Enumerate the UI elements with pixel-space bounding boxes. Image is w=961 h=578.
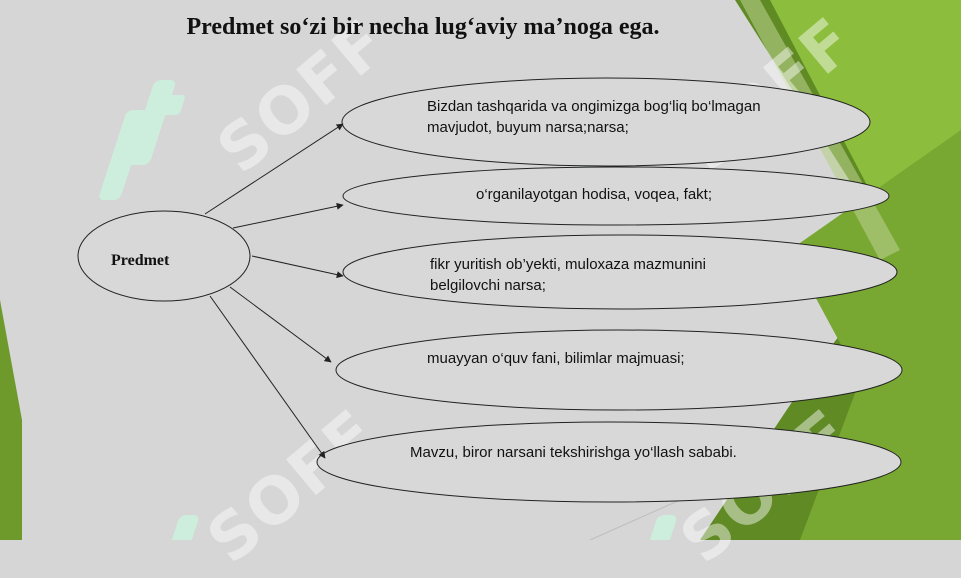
green-band-mid bbox=[790, 130, 961, 540]
slide-title: Predmet so‘zi bir necha lug‘aviy ma’noga… bbox=[186, 14, 660, 40]
arrow-4 bbox=[229, 286, 332, 363]
watermark-logo-3 bbox=[168, 515, 199, 540]
arrow-5 bbox=[209, 295, 326, 459]
watermark-logo-4 bbox=[646, 515, 677, 540]
meaning-text-1: Bizdan tashqarida va ongimizga bog‘liq b… bbox=[427, 98, 761, 136]
meaning-ellipse-5 bbox=[316, 421, 902, 503]
meaning-text-2: o‘rganilayotgan hodisa, voqea, fakt; bbox=[476, 186, 712, 203]
watermark-logo-1 bbox=[99, 80, 185, 200]
diagram bbox=[77, 77, 903, 503]
center-node-label: Predmet bbox=[111, 252, 170, 269]
meaning-text-4: muayyan o‘quv fani, bilimlar majmuasi; bbox=[427, 350, 685, 367]
arrow-1 bbox=[204, 123, 344, 215]
green-strip-left bbox=[0, 300, 22, 540]
arrow-2 bbox=[232, 202, 344, 229]
arrow-3 bbox=[251, 255, 344, 279]
meaning-ellipse-4 bbox=[335, 329, 903, 411]
meaning-ellipse-2 bbox=[342, 166, 890, 226]
meaning-ellipse-1 bbox=[341, 77, 871, 167]
meaning-text-3: fikr yuritish ob’yekti, muloxaza mazmuni… bbox=[430, 256, 706, 294]
meaning-text-5: Mavzu, biror narsani tekshirishga yo‘lla… bbox=[410, 444, 737, 461]
center-node-ellipse bbox=[77, 210, 251, 302]
